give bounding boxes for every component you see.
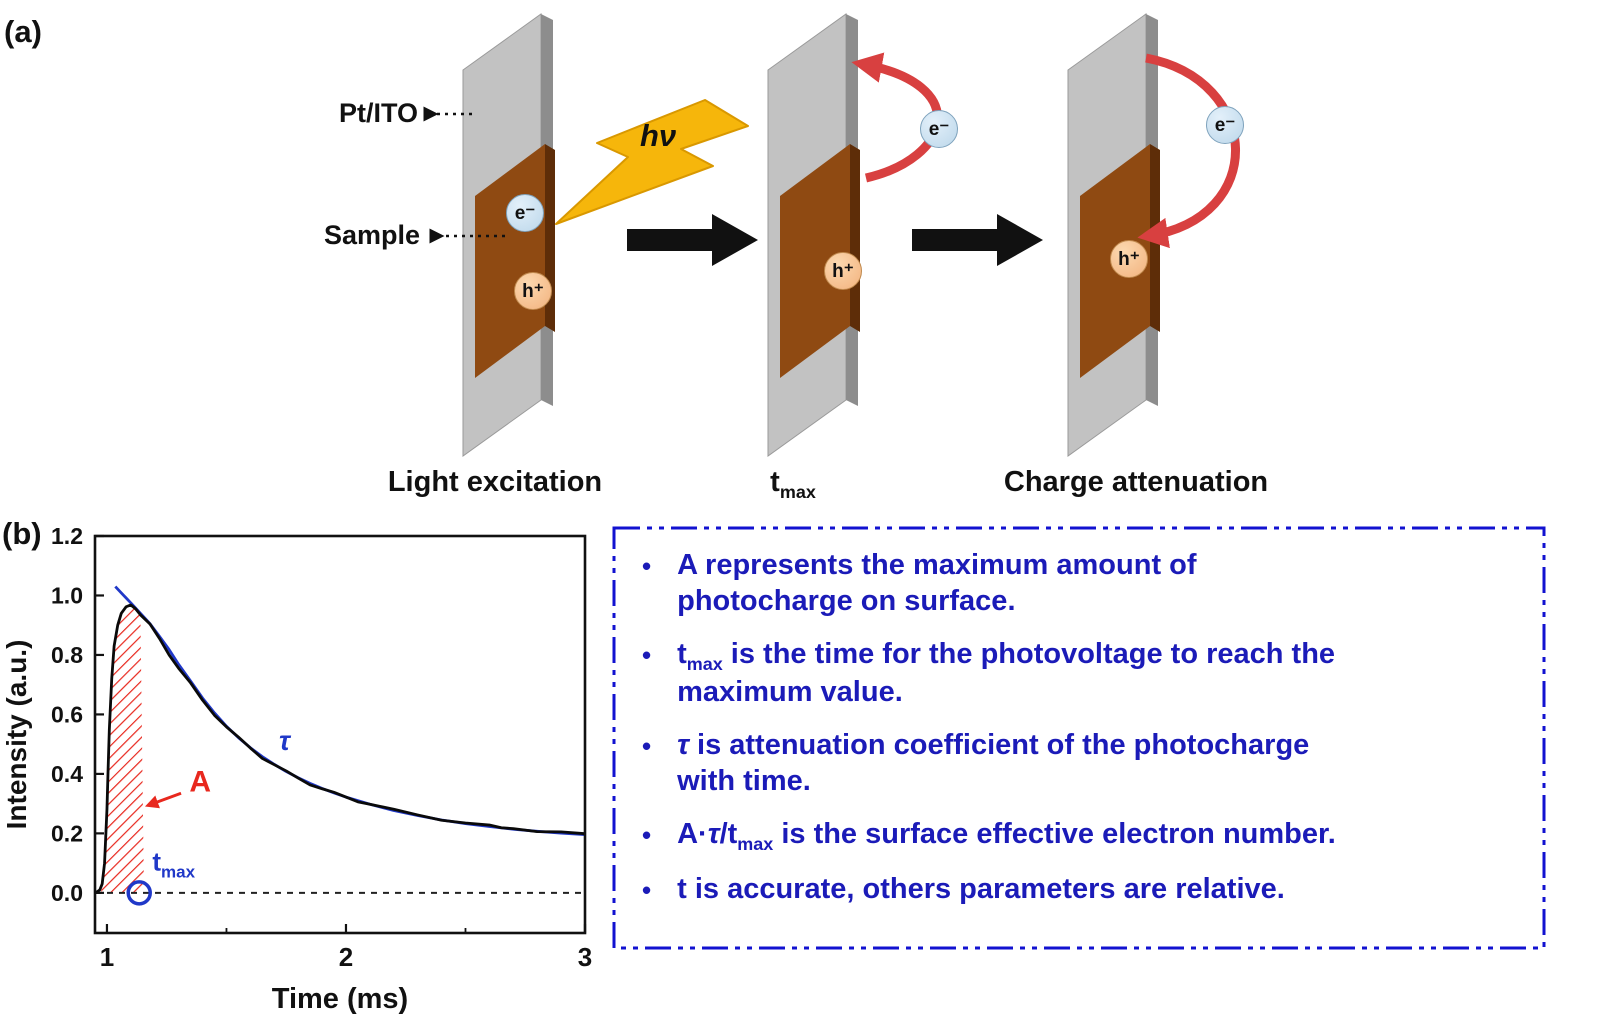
panel-a-schematic [423,13,1240,457]
bullet-dot-icon: • [642,551,652,581]
area-annotation-arrow [144,791,182,809]
bullet-text: t is accurate, others parameters are rel… [677,872,1285,905]
sample-label: Sample [323,220,420,250]
plot-border [93,534,587,935]
y-tick-label: 1.2 [51,523,83,549]
x-axis-title: Time (ms) [272,983,408,1015]
stage2-caption: tmax [770,466,816,502]
y-tick-label: 1.0 [51,582,83,608]
tmax-annotation: tmax [152,847,195,882]
y-tick-label: 0.2 [51,820,83,846]
electrode-slab-stage2 [767,13,861,457]
info-box-border [612,526,1546,950]
info-bullet-5: • t is accurate, others parameters are re… [642,872,1524,908]
hole-icon-stage2: h⁺ [824,252,862,290]
x-tick-label: 2 [339,942,353,972]
ptito-label: Pt/ITO [338,98,418,128]
electrode-slab-stage3 [1067,13,1161,457]
bullet-dot-icon: • [642,730,652,761]
y-tick-label: 0.8 [51,642,83,668]
x-tick-label: 1 [100,942,114,972]
info-bullet-4: • A·τ/tmax is the surface effective elect… [642,817,1524,855]
signal-curve [94,603,586,895]
electron-return-arc-stage3 [1137,53,1240,249]
x-tick-label: 3 [578,942,592,972]
tau-annotation: τ [279,726,292,756]
tmax-marker [126,880,152,906]
stage3-caption: Charge attenuation [1003,466,1269,498]
bullet-text: tmax is the time for the photovoltage to… [677,637,1336,708]
panel-a-label: (a) [4,14,42,49]
info-bullet-3: • τ is attenuation coefficient of the pho… [642,728,1524,800]
info-bullet-2: • tmax is the time for the photovoltage t… [642,637,1524,711]
bullet-dot-icon: • [642,639,652,670]
stage-arrow-1 [627,214,758,266]
panel-a: (a) [4,13,1269,502]
bullet-dot-icon: • [642,819,652,850]
y-tick-label: 0.0 [51,880,83,906]
y-tick-label: 0.6 [51,701,83,727]
electron-icon-stage2: e⁻ [920,110,958,148]
lightning-bolt-icon [555,99,749,225]
hole-icon-stage3: h⁺ [1110,240,1148,278]
bullet-dot-icon: • [642,874,652,905]
electron-icon-stage1: e⁻ [506,194,544,232]
stage1-caption: Light excitation [387,466,603,498]
panel-b-label: (b) [2,516,42,551]
hole-icon-stage1: h⁺ [514,272,552,310]
hv-label: hν [640,118,677,153]
electron-icon-stage3: e⁻ [1206,106,1244,144]
bullet-text: τ is attenuation coefficient of the phot… [677,728,1310,797]
electrode-slab-stage1 [462,13,556,457]
area-annotation: A [189,766,211,799]
y-axis-title: Intensity (a.u.) [1,640,32,830]
y-tick-label: 0.4 [51,761,83,787]
bullet-text: A·τ/tmax is the surface effective electr… [677,817,1336,854]
photocharge-area-hatch [100,604,144,893]
stage-arrow-2 [912,214,1043,266]
